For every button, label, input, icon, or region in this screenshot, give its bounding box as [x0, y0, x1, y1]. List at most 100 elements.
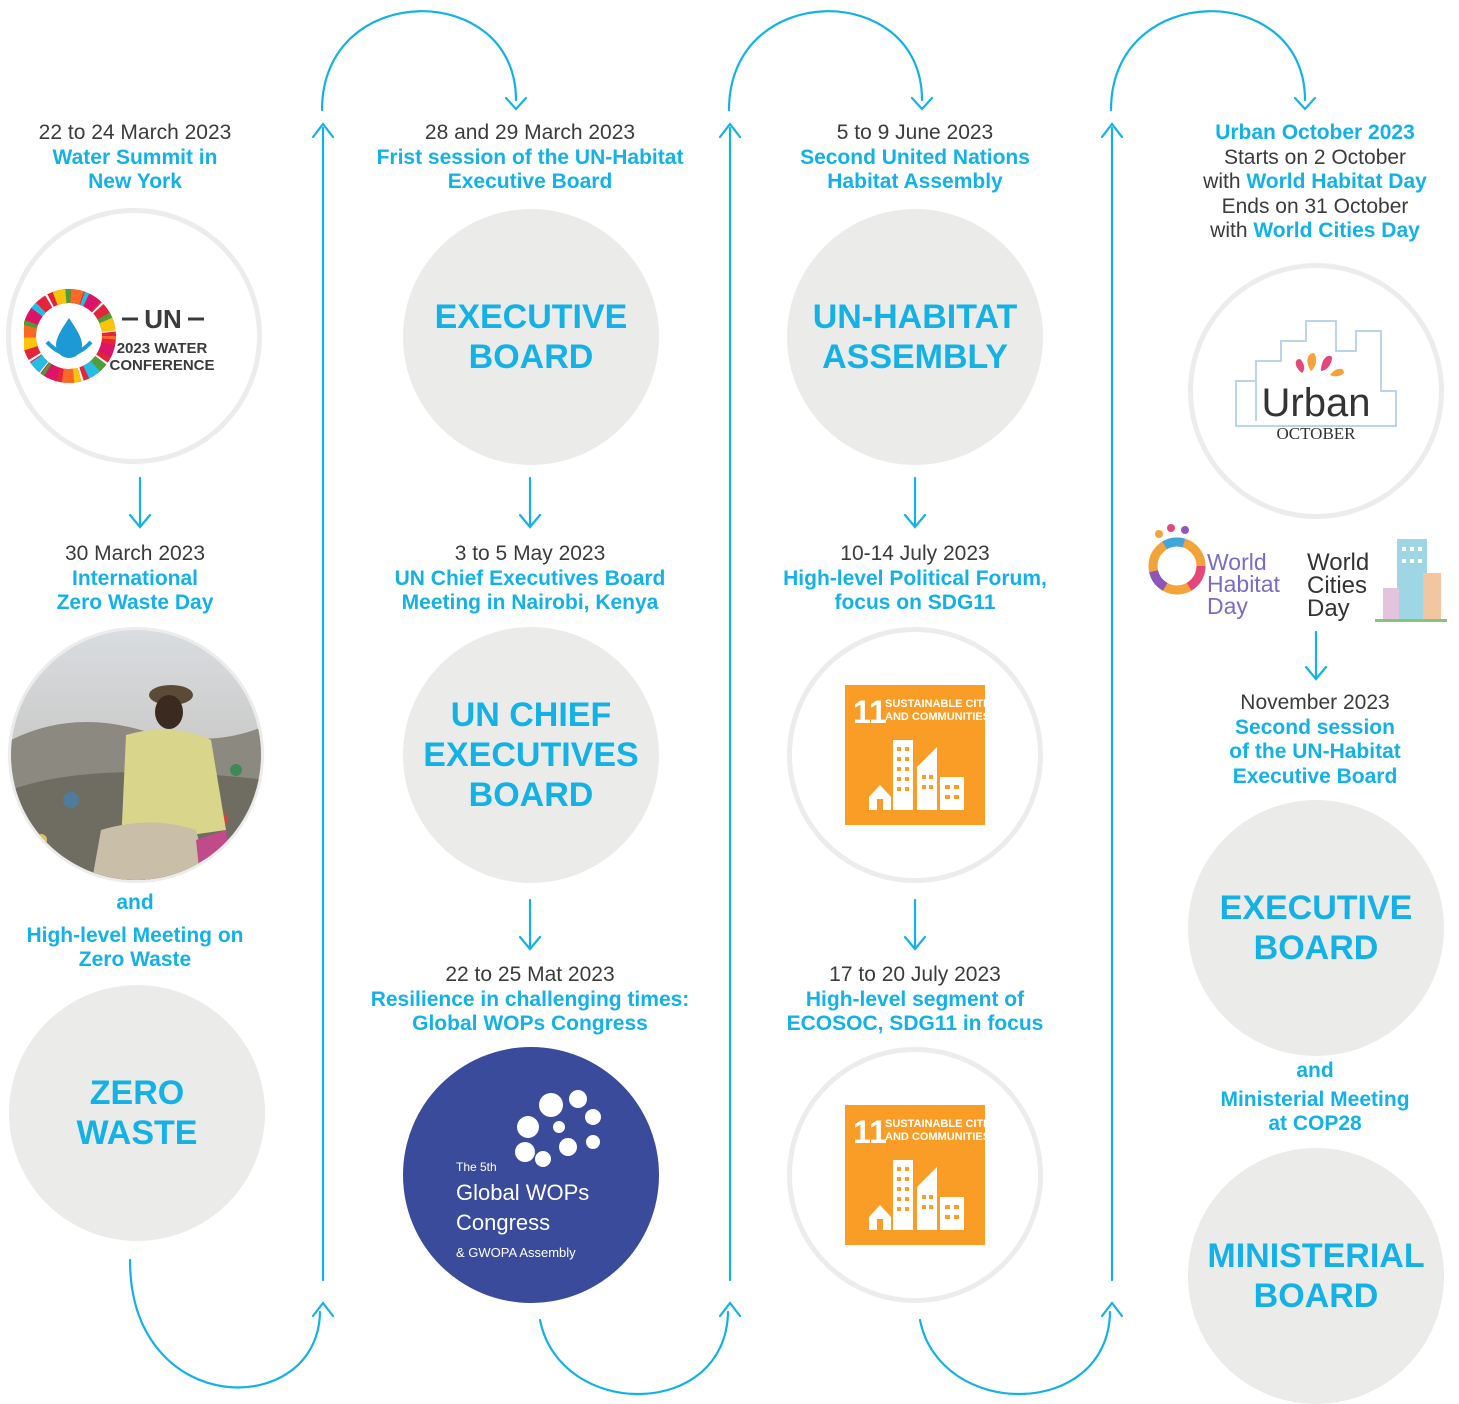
world-habitat-day-logo: World Habitat Day [1145, 518, 1295, 626]
circle-label: WASTE [76, 1114, 198, 1152]
arrow-up-1b [311, 1301, 335, 1318]
svg-text:UN: UN [144, 304, 182, 334]
event-title: High-level Political Forum, [783, 566, 1047, 590]
sdg11-logo-circle-2: 11 SUSTAINABLE CITIES AND COMMUNITIES [787, 1047, 1043, 1303]
event-date: 17 to 20 July 2023 [829, 963, 1001, 986]
meeting-title: Zero Waste [78, 948, 192, 971]
arrow-up-2b [718, 1301, 742, 1318]
svg-text:Day: Day [1207, 593, 1248, 619]
svg-text:Day: Day [1307, 595, 1350, 622]
svg-text:& GWOPA Assembly: & GWOPA Assembly [456, 1245, 576, 1260]
circle-label: ASSEMBLY [822, 338, 1008, 376]
event-title: Urban October 2023 [1215, 121, 1415, 144]
event-date: 22 to 25 Mat 2023 [445, 963, 615, 986]
event-date: 10-14 July 2023 [840, 542, 990, 565]
svg-text:Global WOPs: Global WOPs [456, 1180, 589, 1205]
arrow-up-3 [1100, 122, 1124, 139]
event-title: Habitat Assembly [827, 170, 1003, 193]
circle-label: MINISTERIAL [1207, 1237, 1425, 1275]
event-title: Global WOPs Congress [412, 1012, 648, 1035]
svg-text:11: 11 [853, 694, 887, 730]
event-text: Starts on 2 October [1223, 145, 1407, 169]
sdg11-icon: 11 SUSTAINABLE CITIES AND COMMUNITIES [845, 1105, 985, 1245]
wops-congress-logo: The 5th Global WOPs Congress & GWOPA Ass… [403, 1047, 659, 1303]
event-date: 30 March 2023 [64, 542, 206, 565]
water-drop-icon: UN 2023 WATER CONFERENCE [24, 289, 215, 383]
circle-label: UN-HABITAT [812, 298, 1018, 336]
sdg11-logo-circle-1: 11 SUSTAINABLE CITIES AND COMMUNITIES [787, 627, 1043, 883]
event-title: Frist session of the UN-Habitat [376, 145, 684, 169]
svg-text:Habitat: Habitat [1207, 571, 1280, 597]
event-title: focus on SDG11 [834, 591, 996, 614]
svg-text:AND COMMUNITIES: AND COMMUNITIES [885, 711, 985, 723]
bottom-arc-3 [918, 1310, 1112, 1396]
svg-text:The 5th: The 5th [456, 1160, 497, 1174]
event-text: with World Habitat Day [1203, 170, 1427, 193]
top-arc-3 [1109, 10, 1307, 112]
arrow-up-1 [311, 122, 335, 139]
event-date: 22 to 24 March 2023 [38, 121, 232, 144]
arrow-up-3b [1100, 1301, 1124, 1318]
circle-label: BOARD [1253, 929, 1379, 967]
svg-text:World: World [1207, 549, 1267, 575]
circle-label: EXECUTIVES [423, 736, 639, 774]
event-title: ECOSOC, SDG11 in focus [786, 1012, 1044, 1035]
svg-text:World: World [1307, 549, 1369, 576]
top-arc-2 [727, 10, 924, 112]
top-arc-1 [320, 10, 518, 112]
event-text: Ends on 31 October [1221, 194, 1409, 218]
water-conference-logo-circle: UN 2023 WATER CONFERENCE [6, 208, 262, 464]
event-water-summit: 22 to 24 March 2023 Water Summit in New … [0, 121, 270, 195]
ministerial-meeting: and Ministerial Meeting at COP28 [1170, 1059, 1459, 1137]
circle-label: ZERO [89, 1074, 185, 1112]
event-title: High-level segment of [805, 987, 1025, 1011]
circle-label: EXECUTIVE [1219, 889, 1413, 927]
urban-october-logo-circle: Urban OCTOBER [1188, 263, 1444, 519]
svg-text:SUSTAINABLE CITIES: SUSTAINABLE CITIES [885, 698, 985, 710]
circle-label: EXECUTIVE [434, 298, 628, 336]
bottom-arc-2 [538, 1310, 730, 1396]
meeting-title: at COP28 [1268, 1112, 1362, 1135]
event-ecosoc: 17 to 20 July 2023 High-level segment of… [740, 963, 1090, 1037]
event-title: Resilience in challenging times: [370, 987, 690, 1011]
event-title: Executive Board [1232, 764, 1398, 788]
event-title: UN Chief Executives Board [394, 566, 666, 590]
meeting-title: Ministerial Meeting [1220, 1087, 1410, 1111]
event-urban-october: Urban October 2023 Starts on 2 October w… [1170, 121, 1459, 244]
event-title: International [71, 566, 198, 590]
event-executive-board-2: November 2023 Second session of the UN-H… [1170, 691, 1459, 789]
and-label: and [116, 891, 154, 914]
event-zero-waste-day: 30 March 2023 International Zero Waste D… [0, 542, 270, 616]
urban-october-icon: Urban OCTOBER [1235, 320, 1397, 443]
circle-label: BOARD [1253, 1277, 1379, 1315]
event-title: of the UN-Habitat [1229, 740, 1401, 763]
sdg11-icon: 11 SUSTAINABLE CITIES AND COMMUNITIES [845, 685, 985, 825]
event-title: Water Summit in [52, 145, 218, 169]
event-date: 3 to 5 May 2023 [454, 542, 606, 565]
event-date: November 2023 [1240, 691, 1390, 714]
zero-waste-meeting: and High-level Meeting on Zero Waste [0, 891, 270, 973]
event-wops-congress: 22 to 25 Mat 2023 Resilience in challeng… [340, 963, 720, 1037]
svg-text:11: 11 [853, 1114, 887, 1150]
event-executive-board-1: 28 and 29 March 2023 Frist session of th… [340, 121, 720, 195]
circle-label: UN CHIEF [450, 696, 612, 734]
svg-text:AND COMMUNITIES: AND COMMUNITIES [885, 1131, 985, 1143]
svg-text:CONFERENCE: CONFERENCE [109, 357, 214, 374]
meeting-title: High-level Meeting on [26, 923, 244, 947]
event-title: Zero Waste Day [56, 591, 214, 614]
event-text: with World Cities Day [1210, 219, 1420, 242]
svg-text:Urban: Urban [1262, 381, 1371, 425]
arrow-up-2 [718, 122, 742, 139]
svg-text:Congress: Congress [456, 1210, 550, 1235]
circle-label: BOARD [468, 338, 594, 376]
event-title: Meeting in Nairobi, Kenya [401, 591, 659, 614]
svg-text:2023 WATER: 2023 WATER [117, 340, 208, 357]
event-title: Second United Nations [800, 145, 1030, 169]
event-habitat-assembly: 5 to 9 June 2023 Second United Nations H… [740, 121, 1090, 195]
